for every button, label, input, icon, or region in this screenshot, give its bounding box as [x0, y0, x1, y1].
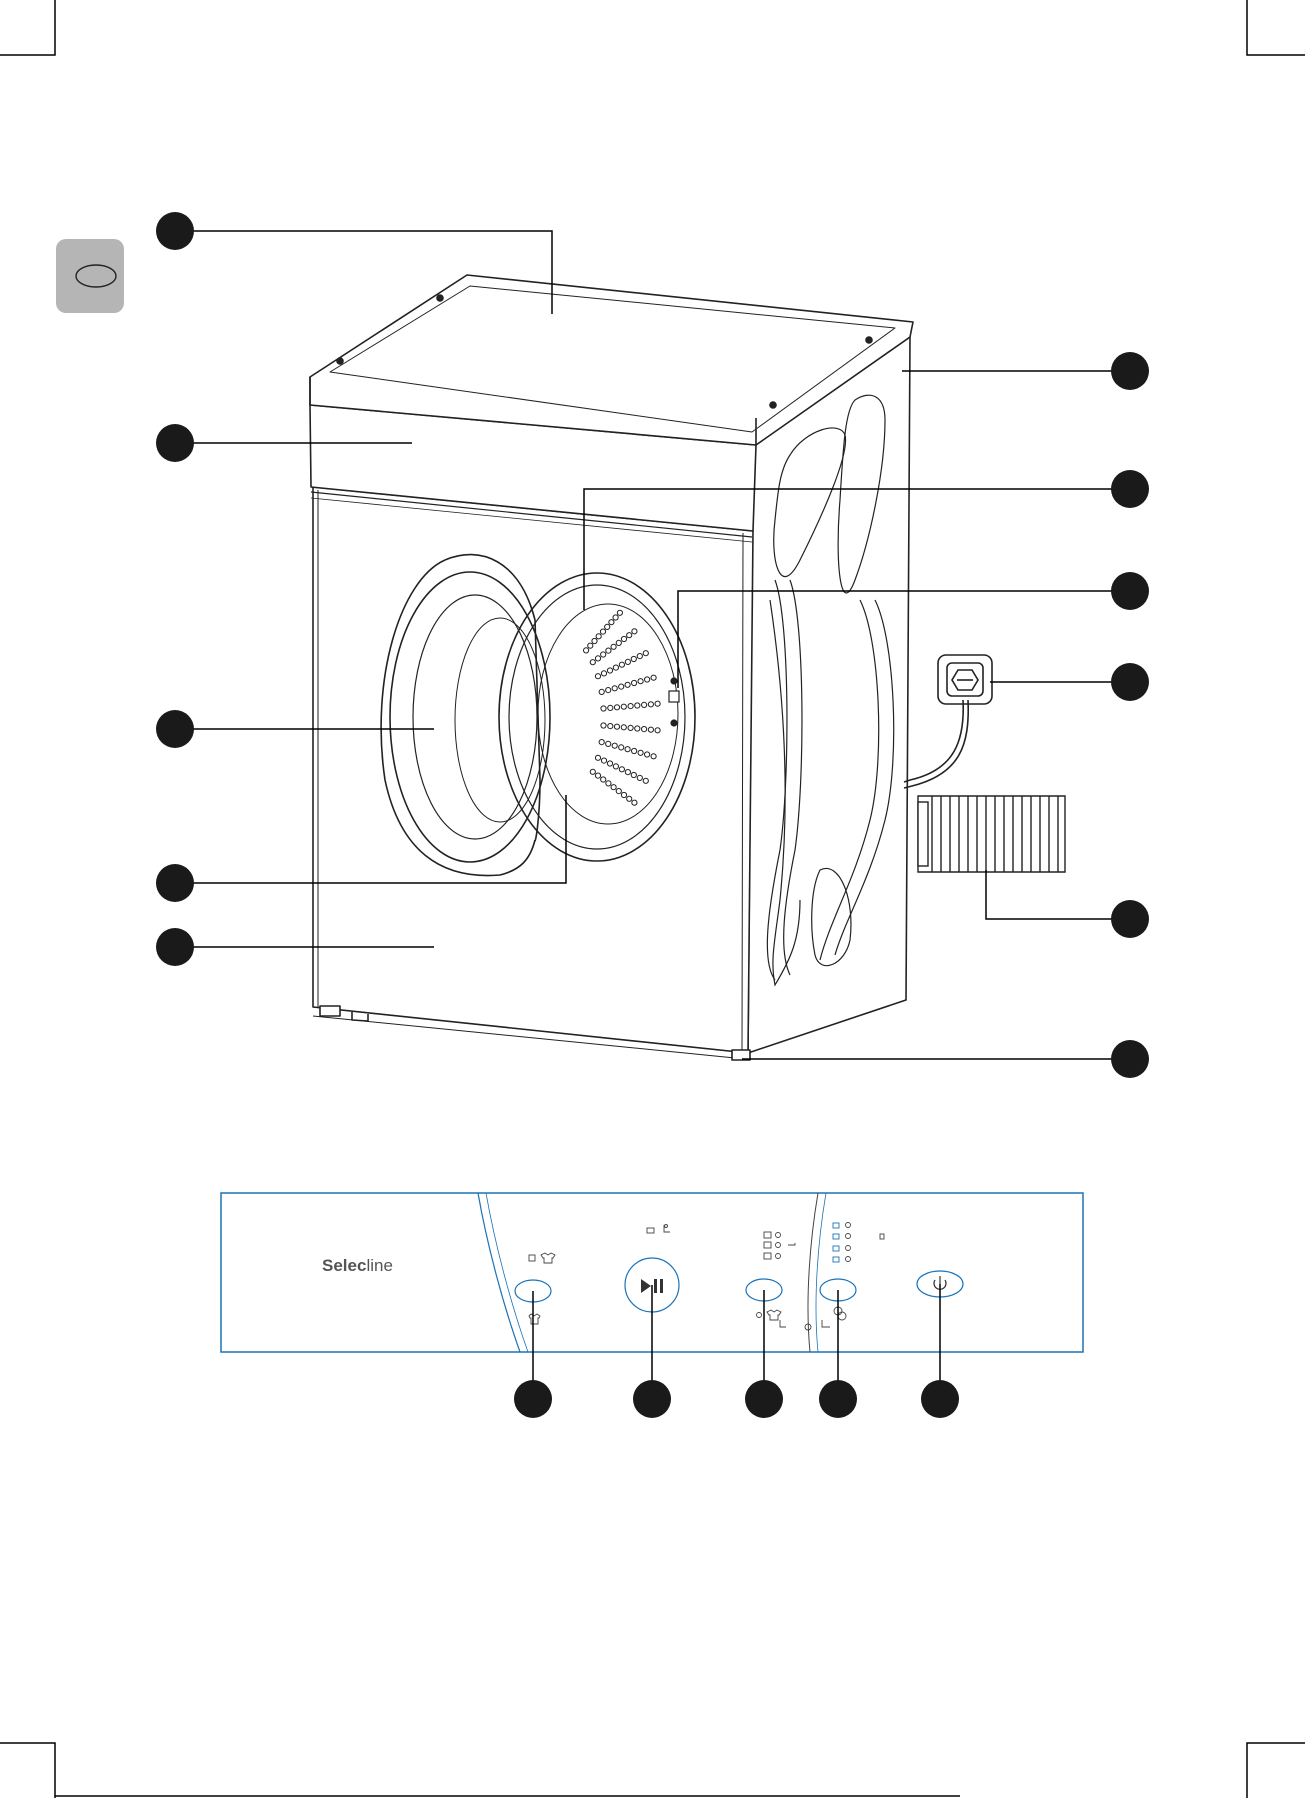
callout-dot: [745, 1380, 783, 1418]
callout-dot: [156, 212, 194, 250]
callout-dot: [921, 1380, 959, 1418]
callout-dot: [514, 1380, 552, 1418]
dryer-body: [310, 275, 913, 1060]
callout-dot: [1111, 663, 1149, 701]
callout-dot: [1111, 352, 1149, 390]
callout-dot: [1111, 1040, 1149, 1078]
panel-callouts: [514, 1380, 959, 1418]
power-plug: [904, 655, 992, 788]
brand-logo: Selecline: [322, 1256, 393, 1275]
callout-dot: [156, 928, 194, 966]
callout-dot: [156, 710, 194, 748]
callout-dot: [156, 864, 194, 902]
drain-hose: [918, 796, 1065, 872]
callout-dot: [633, 1380, 671, 1418]
callout-dot: [1111, 470, 1149, 508]
callout-dot: [1111, 900, 1149, 938]
callout-dot: [819, 1380, 857, 1418]
language-tab: [56, 239, 124, 313]
callout-dot: [1111, 572, 1149, 610]
callout-dot: [156, 424, 194, 462]
